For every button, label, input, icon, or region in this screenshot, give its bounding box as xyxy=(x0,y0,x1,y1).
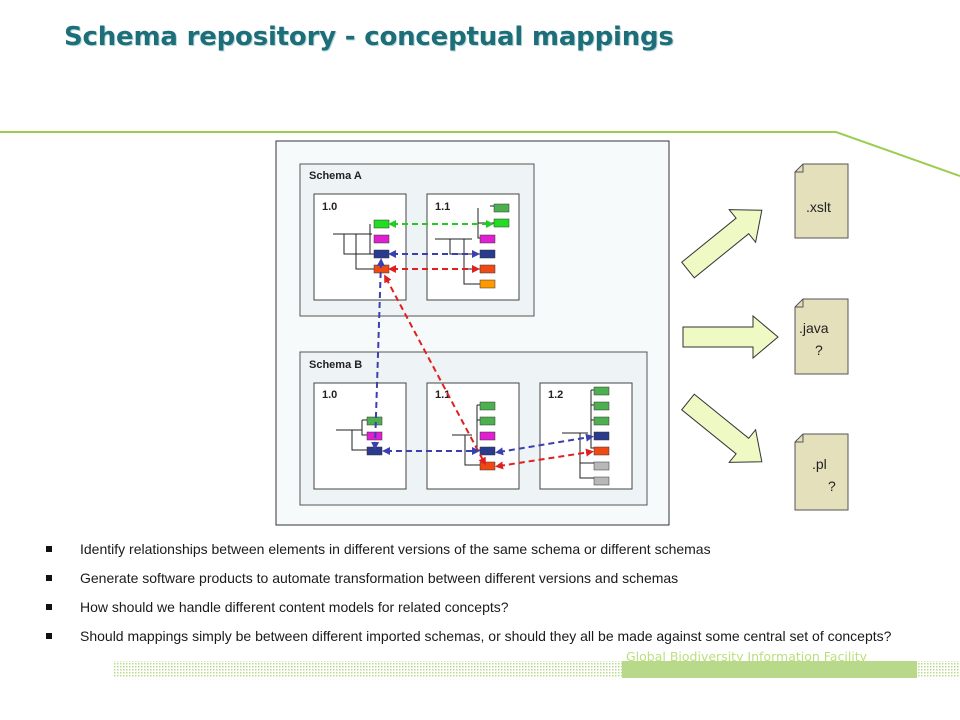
mapping-arrow-blue xyxy=(371,258,385,450)
schema-a-label: Schema A xyxy=(309,170,362,182)
element-navy xyxy=(366,446,383,456)
bullet-item: Identify relationships between elements … xyxy=(46,541,936,557)
bullet-square-icon xyxy=(46,575,52,581)
element-grey xyxy=(593,476,610,486)
version-label: 1.0 xyxy=(322,389,337,401)
document-icon xyxy=(794,433,849,511)
slide-title: Schema repository - conceptual mappings xyxy=(64,22,674,52)
footer-bar-solid xyxy=(622,661,917,678)
bullet-square-icon xyxy=(46,633,52,639)
schema-b-v10: 1.0 xyxy=(313,382,407,490)
output-arrow-up xyxy=(681,209,763,279)
bullet-text: Generate software products to automate t… xyxy=(80,570,679,586)
element-magenta xyxy=(479,234,496,244)
document-icon xyxy=(794,163,849,239)
element-navy xyxy=(479,446,496,456)
tree-lines xyxy=(336,419,367,451)
mapping-arrow-red xyxy=(384,274,486,466)
output-doc-xslt: .xslt xyxy=(794,163,849,239)
bullet-item: Generate software products to automate t… xyxy=(46,570,936,586)
element-navy xyxy=(479,249,496,259)
bullet-list: Identify relationships between elements … xyxy=(46,541,936,657)
output-doc-pl: .pl? xyxy=(794,433,849,511)
version-label: 1.0 xyxy=(322,201,337,213)
element-orange-red xyxy=(593,446,610,456)
element-orange-red xyxy=(479,461,496,471)
accent-line xyxy=(0,131,960,177)
output-label-xslt: .xslt xyxy=(806,199,831,215)
element-orange xyxy=(479,279,496,289)
element-green xyxy=(366,416,383,426)
schema-a-v11: 1.1 xyxy=(426,193,520,301)
element-green xyxy=(493,203,510,213)
mapping-arrows xyxy=(371,220,594,470)
element-orange-red xyxy=(479,264,496,274)
element-magenta xyxy=(373,234,390,244)
element-green xyxy=(373,219,390,229)
schema-b-group: Schema B 1.0 1.1 1.2 xyxy=(299,351,648,506)
schema-a-v10: 1.0 xyxy=(313,193,407,301)
bullet-item: Should mappings simply be between differ… xyxy=(46,628,936,644)
bullet-square-icon xyxy=(46,604,52,610)
bullet-text: Identify relationships between elements … xyxy=(80,541,711,557)
bullet-text: Should mappings simply be between differ… xyxy=(80,628,892,644)
footer-org-name: Global Biodiversity Information Facility xyxy=(626,649,868,664)
element-green xyxy=(593,401,610,411)
tree-lines xyxy=(333,224,374,270)
output-arrow-right xyxy=(682,314,779,360)
element-green xyxy=(493,218,510,228)
version-label: 1.1 xyxy=(435,201,450,213)
bullet-item: How should we handle different content m… xyxy=(46,599,936,615)
schema-b-v11: 1.1 xyxy=(426,382,520,490)
element-grey xyxy=(593,461,610,471)
element-navy xyxy=(593,431,610,441)
output-doc-java: .java? xyxy=(794,298,849,375)
element-magenta xyxy=(479,431,496,441)
bullet-text: How should we handle different content m… xyxy=(80,599,509,615)
version-label: 1.2 xyxy=(548,389,563,401)
element-green xyxy=(479,416,496,426)
output-label-pl: .pl? xyxy=(812,456,836,494)
element-green xyxy=(593,386,610,396)
schema-b-label: Schema B xyxy=(309,359,362,371)
schema-a-group: Schema A 1.0 1.1 xyxy=(299,163,535,317)
output-arrow-down xyxy=(681,393,763,463)
mapping-arrow-red xyxy=(495,448,594,470)
element-green xyxy=(479,401,496,411)
element-green xyxy=(593,416,610,426)
output-label-java: .java? xyxy=(799,320,829,358)
bullet-square-icon xyxy=(46,546,52,552)
schema-b-v12: 1.2 xyxy=(539,382,633,490)
element-navy xyxy=(373,249,390,259)
document-icon xyxy=(794,298,849,375)
